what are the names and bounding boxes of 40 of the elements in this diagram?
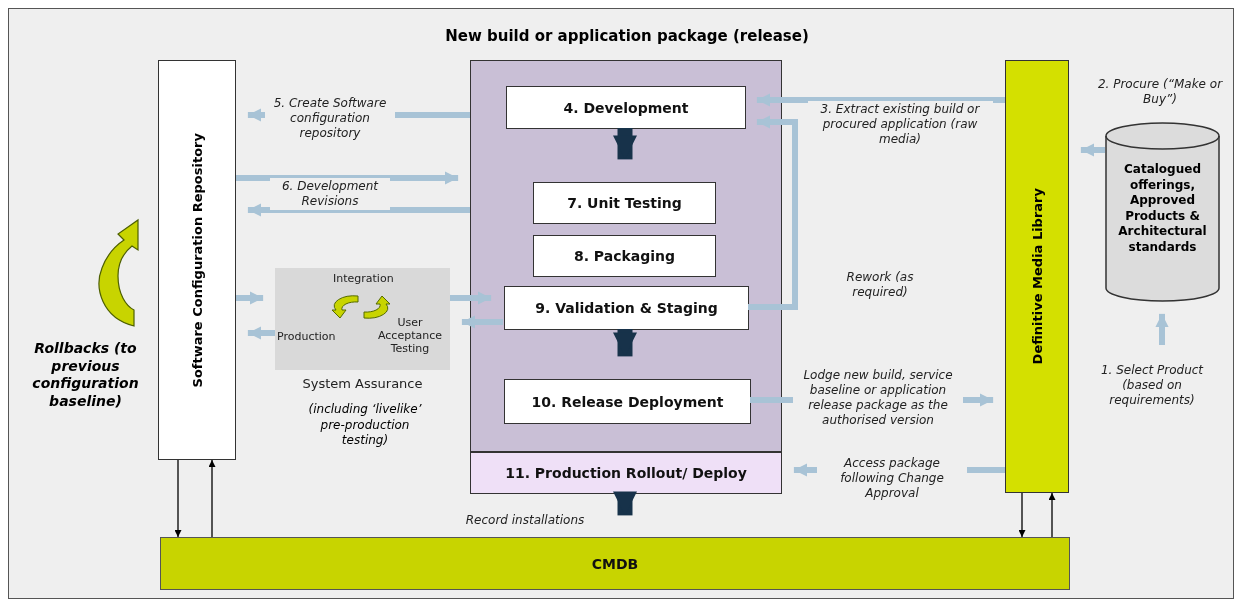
process-box: 8. Packaging	[533, 235, 716, 277]
group-caption: System Assurance	[301, 376, 424, 391]
store-label: Catalogued offerings, Approved Products & Architectural standards	[1117, 162, 1208, 256]
block-arrow	[236, 291, 264, 305]
stage-label: Integration	[333, 272, 394, 285]
block-arrow	[236, 171, 459, 185]
note-text: Rollbacks (to previous configuration baseline)	[31, 340, 140, 410]
stage-label: Production	[277, 330, 336, 343]
arrow	[174, 459, 182, 538]
arrow	[208, 459, 216, 538]
process-box: 7. Unit Testing	[533, 182, 716, 224]
block-arrow	[1080, 143, 1105, 157]
note-text: (including ‘livelike’ pre-production testing)	[307, 402, 423, 449]
arrow	[1048, 492, 1056, 538]
block-arrow	[461, 315, 503, 329]
database-bar: CMDB	[160, 537, 1070, 590]
process-box: 9. Validation & Staging	[504, 286, 749, 330]
vertical-title: Definitive Media Library	[1029, 188, 1045, 365]
edge-label: 5. Create Software configuration repository	[265, 94, 395, 142]
arrow	[1018, 492, 1026, 538]
edge-label: 6. Development Revisions	[270, 178, 390, 210]
edge-label: 2. Procure (“Make or Buy”)	[1095, 76, 1225, 108]
process-box: 4. Development	[506, 86, 746, 129]
block-arrow	[450, 291, 492, 305]
block-arrow	[247, 203, 470, 217]
rollout-box: 11. Production Rollout/ Deploy	[470, 452, 782, 494]
block-arrow	[756, 93, 1005, 107]
group-heading: New build or application package (release)	[444, 27, 810, 45]
stage-label: User Acceptance Testing	[377, 316, 443, 355]
block-arrow	[247, 326, 275, 340]
vertical-title: Software Configuration Repository	[189, 132, 205, 388]
block-arrow	[748, 115, 798, 310]
edge-label: Access package following Change Approval	[817, 454, 967, 502]
block-arrow	[613, 491, 637, 516]
repository-bar	[158, 60, 236, 460]
block-arrow	[613, 128, 637, 160]
process-box: 10. Release Deployment	[504, 379, 751, 424]
block-arrow	[613, 329, 637, 357]
library-bar	[1005, 60, 1069, 493]
block-arrow	[1155, 313, 1169, 345]
